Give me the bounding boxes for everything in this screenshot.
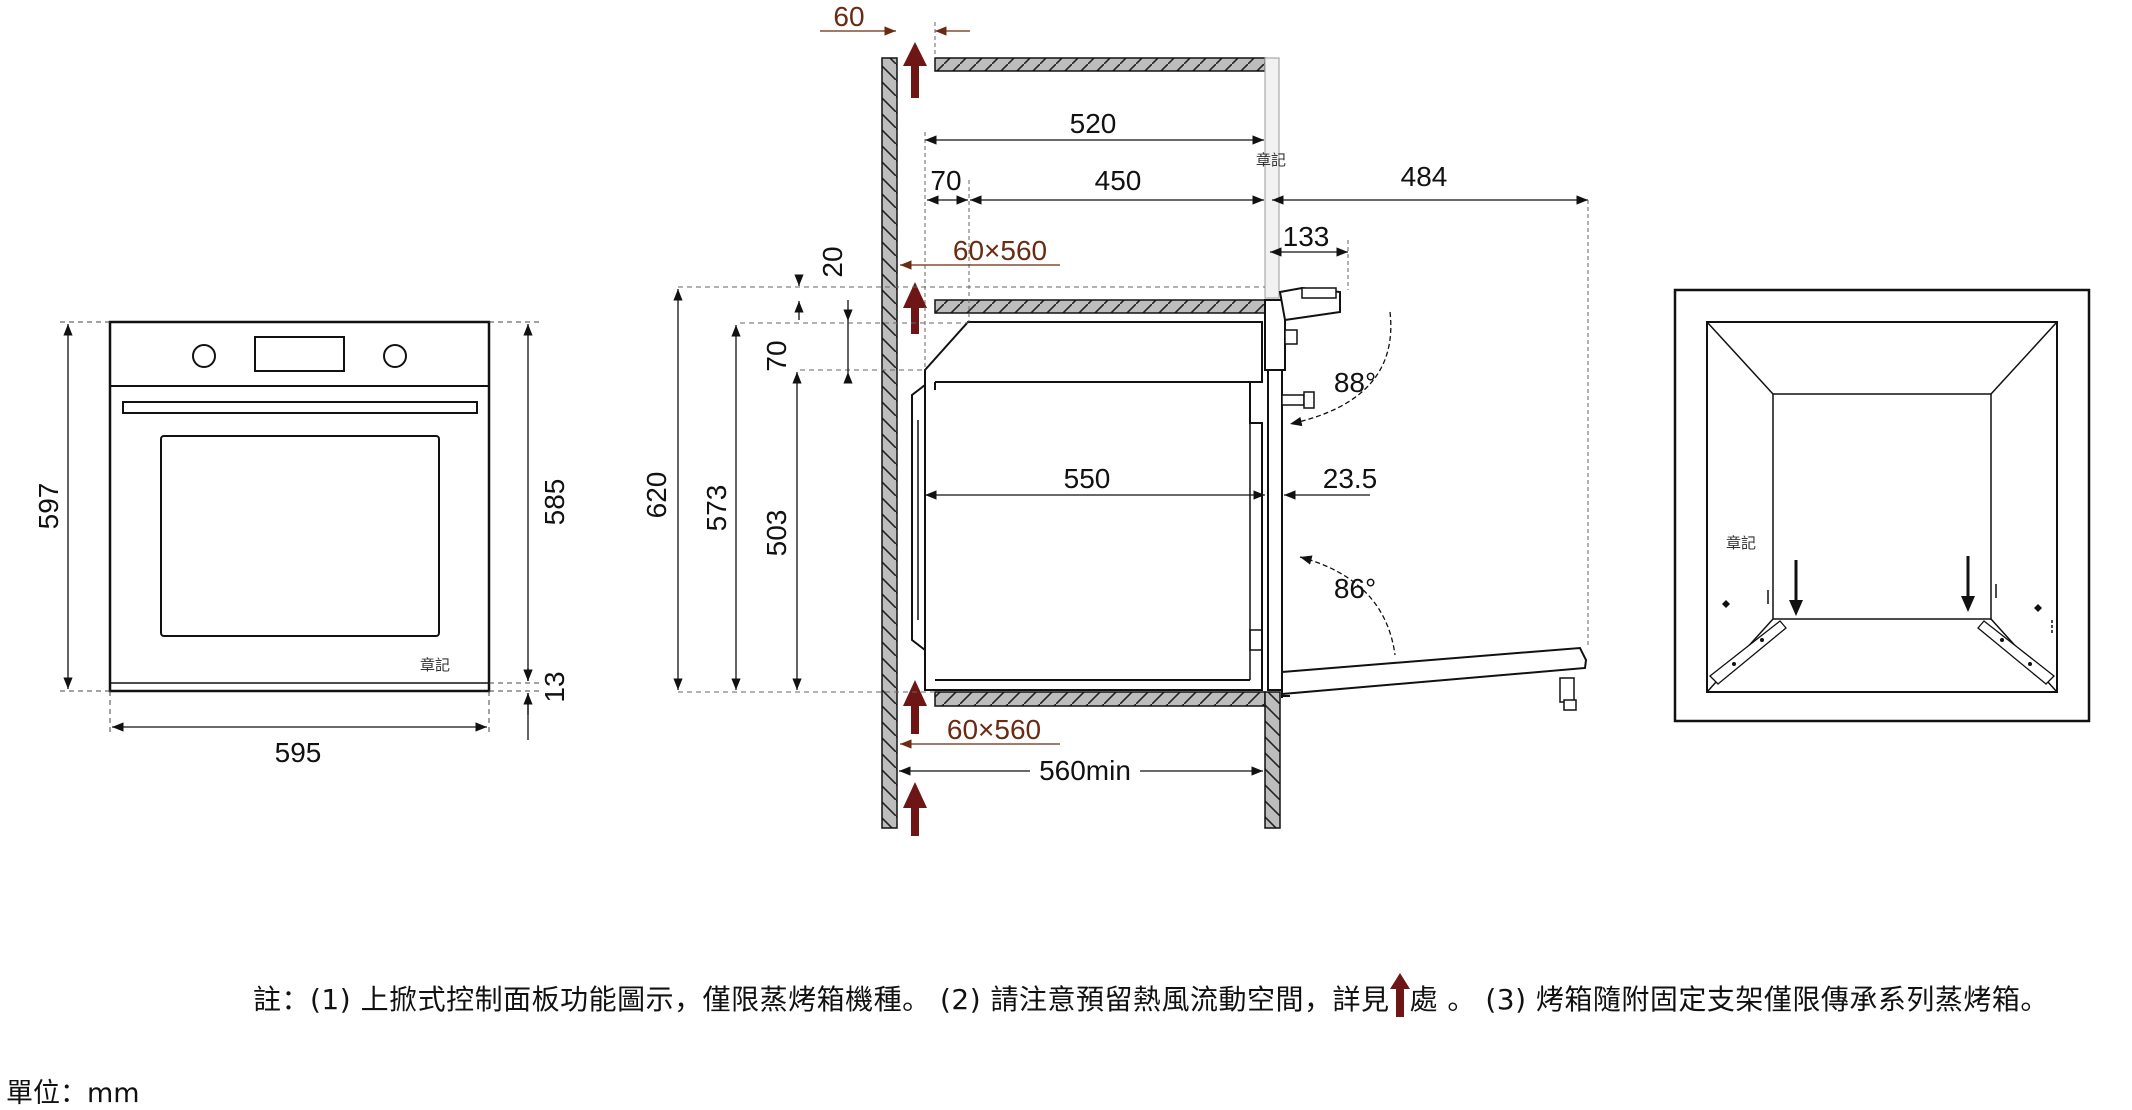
door-handle [122,401,478,414]
front-view: 章記 597 585 13 595 [33,320,570,768]
oven-front-panel [1267,321,1283,691]
dim-484: 484 [1401,161,1448,192]
angle-86: 86° [1334,573,1376,604]
front-cabinet-wall [1264,691,1281,829]
airflow-up-arrow-icon [1389,973,1410,1024]
dim-560min: 560min [1039,755,1131,786]
dim-450: 450 [1095,165,1142,196]
airflow-arrow-lower [903,680,927,734]
mount-outer-frame [1673,288,2091,723]
side-mark-label: 章記 [1256,151,1286,169]
oven-body-side [924,321,1263,691]
left-knob-icon [192,344,216,368]
dim-550: 550 [1064,463,1111,494]
open-door [1281,646,1588,696]
dim-503: 503 [761,510,792,557]
dim-585: 585 [539,479,570,526]
dim-23-5: 23.5 [1323,463,1378,494]
airflow-arrow-bottom [903,782,927,836]
dim-595: 595 [275,737,322,768]
back-wall [881,57,898,829]
dim-70-vertical: 70 [761,340,792,371]
mount-view: 章記 [1673,288,2091,723]
display-panel [254,336,345,372]
down-arrow-left-icon [1789,560,1803,616]
oven-front-outline [108,320,491,693]
dim-620: 620 [641,472,672,519]
angle-88: 88° [1334,367,1376,398]
right-knob-icon [383,344,407,368]
mount-opening [1706,321,2058,693]
note-text-1: 註：(1) 上掀式控制面板功能圖示，僅限蒸烤箱機種。 (2) 請注意預留熱風流動… [253,983,1390,1016]
dim-133: 133 [1283,221,1330,252]
note-text-2: 處 。 (3) 烤箱隨附固定支架僅限傳承系列蒸烤箱。 [1409,983,2049,1016]
dim-70-depth: 70 [930,165,961,196]
mount-mark-label: 章記 [1726,534,1756,552]
airflow-arrow-upper [903,282,927,334]
down-arrow-right-icon [1961,556,1975,612]
dim-573: 573 [701,485,732,532]
dim-20: 20 [817,246,848,277]
upper-shelf [934,299,1266,314]
notes-line: 註：(1) 上掀式控制面板功能圖示，僅限蒸烤箱機種。 (2) 請注意預留熱風流動… [253,973,2049,1024]
vent-top-label: 60×560 [953,235,1047,266]
dim-597: 597 [33,483,64,530]
side-view: 60 520 章記 70 450 484 60×560 133 20 [641,1,1589,836]
top-shelf [934,57,1266,72]
airflow-arrow-top [903,42,927,98]
vent-bottom-label: 60×560 [947,714,1041,745]
front-mark-label: 章記 [420,656,450,674]
door-window [160,435,440,637]
base-shelf [934,691,1266,707]
dim-13: 13 [539,671,570,702]
dim-60-top: 60 [833,1,864,32]
handle-knob [1281,394,1305,406]
dim-520: 520 [1070,108,1117,139]
unit-label: 單位：mm [6,1078,140,1109]
